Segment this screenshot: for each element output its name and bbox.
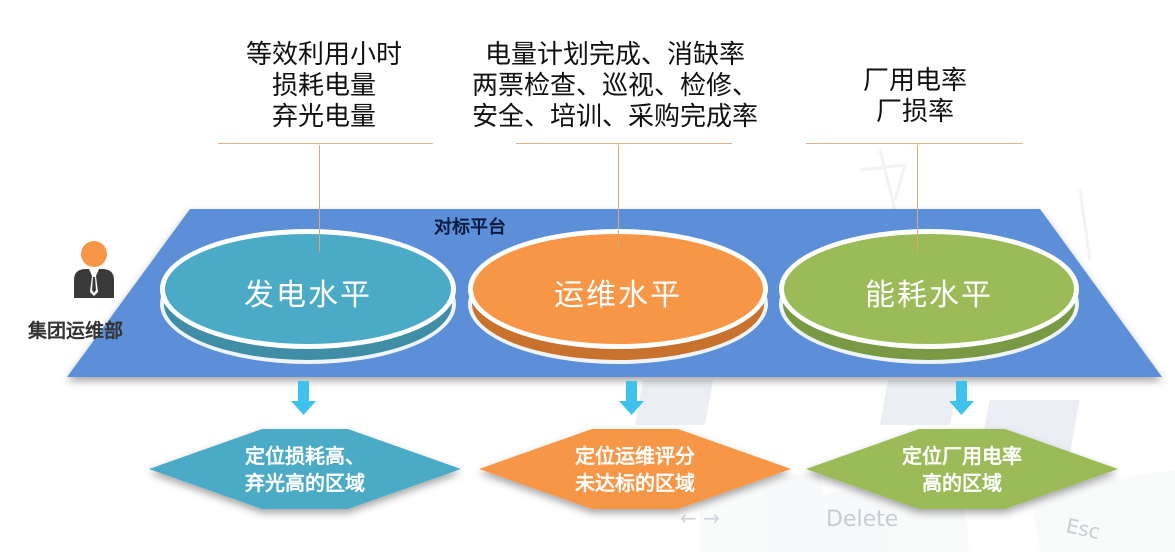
result-line: 弃光高的区域 — [245, 471, 365, 495]
down-arrow-icon — [619, 381, 644, 415]
metric-block-generation: 等效利用小时 损耗电量 弃光电量 — [214, 40, 434, 133]
metric-block-operation: 电量计划完成、消缺率 两票检查、巡视、检修、 安全、培训、采购完成率 — [460, 40, 770, 133]
metric-line: 厂损率 — [875, 97, 954, 127]
result-text-operation: 定位运维评分 未达标的区域 — [525, 443, 745, 497]
result-line: 定位损耗高、 — [245, 444, 365, 468]
level-label-generation: 发电水平 — [244, 278, 372, 313]
connector-line — [319, 145, 320, 252]
metric-divider — [516, 143, 732, 144]
metric-divider — [806, 143, 1023, 144]
result-line: 未达标的区域 — [575, 471, 695, 495]
result-text-generation: 定位损耗高、 弃光高的区域 — [195, 443, 415, 497]
department-label: 集团运维部 — [28, 320, 124, 342]
result-diamond-energy — [806, 429, 1118, 509]
result-line: 定位运维评分 — [575, 444, 695, 468]
level-ellipse-energy — [779, 229, 1079, 364]
metric-line: 安全、培训、采购完成率 — [471, 102, 758, 132]
platform-label: 对标平台 — [434, 217, 506, 238]
metric-line: 厂用电率 — [862, 66, 967, 96]
level-ellipse-operation — [468, 229, 768, 364]
metric-line: 等效利用小时 — [245, 40, 402, 70]
result-diamond-generation — [149, 429, 461, 509]
result-diamond-operation — [479, 429, 791, 509]
level-label-energy: 能耗水平 — [865, 278, 993, 313]
person-icon — [74, 241, 114, 298]
bg-arrow-glyph: ← → — [680, 506, 720, 530]
connector-line — [917, 145, 918, 252]
down-arrow-icon — [949, 381, 974, 415]
connector-line — [618, 145, 619, 252]
level-ellipse-generation — [160, 229, 456, 364]
bg-delete-key: Delete — [826, 507, 898, 532]
result-line: 高的区域 — [922, 471, 1002, 495]
metric-line: 弃光电量 — [271, 102, 376, 132]
metric-divider — [218, 143, 433, 144]
metric-line: 电量计划完成、消缺率 — [484, 40, 745, 70]
down-arrow-icon — [291, 381, 316, 415]
level-label-operation: 运维水平 — [554, 278, 682, 313]
metric-line: 两票检查、巡视、检修、 — [471, 71, 758, 101]
result-text-energy: 定位厂用电率 高的区域 — [852, 443, 1072, 497]
result-line: 定位厂用电率 — [902, 444, 1022, 468]
metric-line: 损耗电量 — [271, 71, 376, 101]
metric-block-energy: 厂用电率 厂损率 — [815, 66, 1015, 128]
